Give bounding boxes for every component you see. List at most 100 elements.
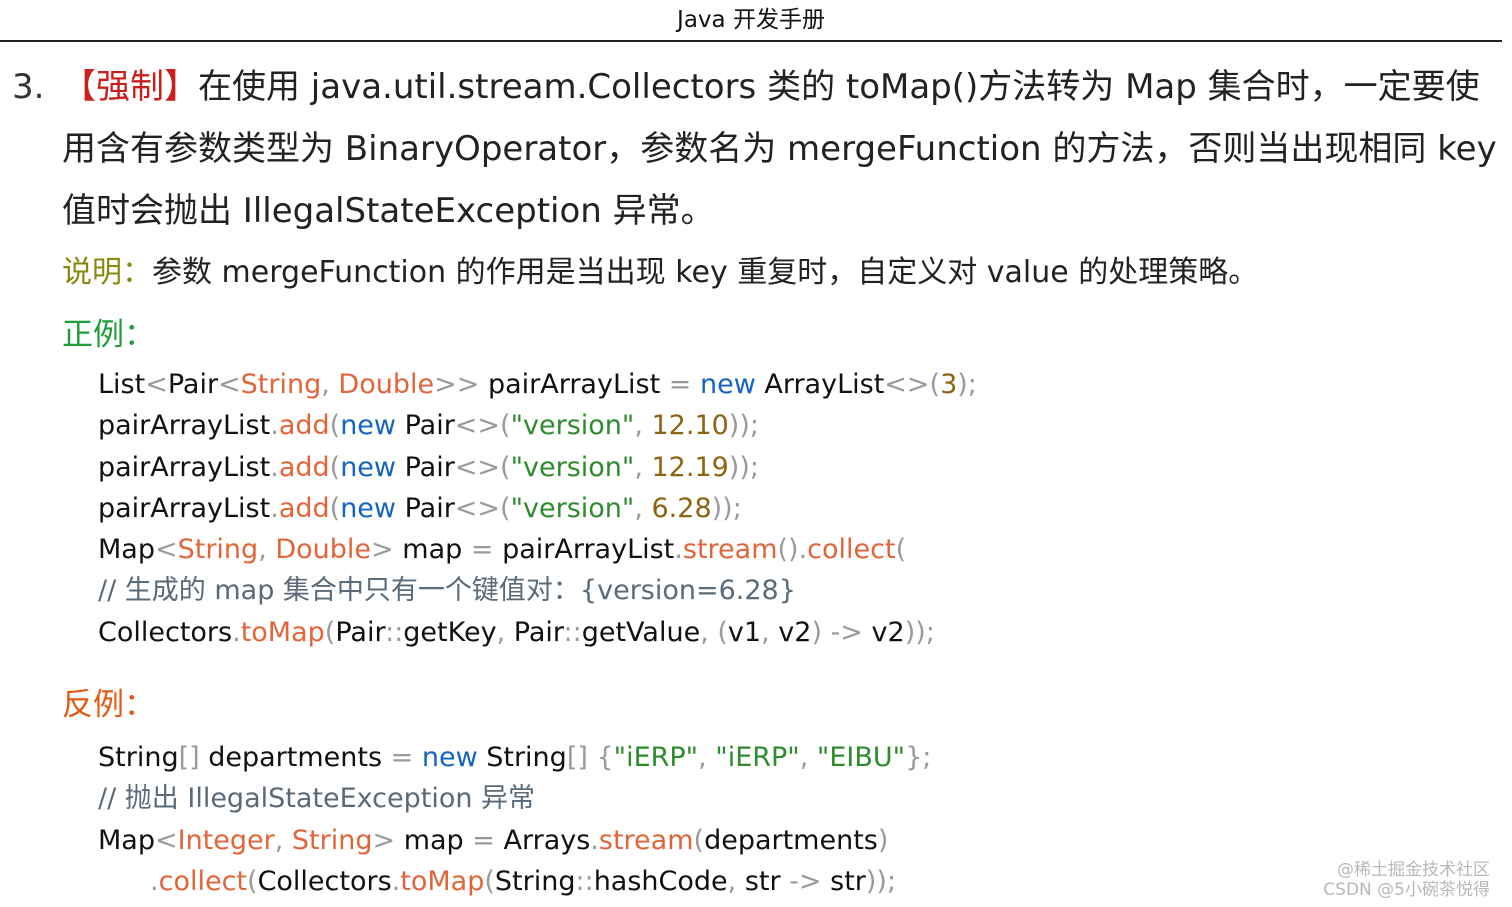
code-token: ));: [728, 410, 759, 442]
code-token: <>: [884, 369, 930, 400]
code-token: ArrayList: [764, 369, 885, 400]
code-token: Map: [98, 824, 155, 856]
code-token: >: [372, 824, 404, 856]
code-token: []: [566, 742, 597, 773]
note-text: 参数 mergeFunction 的作用是当出现 key 重复时，自定义对 va…: [152, 255, 1259, 290]
code-token: (: [247, 865, 258, 897]
code-token: Map: [98, 534, 155, 566]
code-token: "version": [510, 492, 635, 524]
watermark-line-1: @稀土掘金技术社区: [1337, 860, 1490, 880]
code-token: map: [403, 824, 473, 856]
rule-number: 3.: [12, 67, 45, 107]
code-token: pairArrayList: [487, 369, 669, 400]
code-token: .: [270, 451, 279, 483]
code-token: (: [717, 616, 728, 648]
code-token: hashCode: [593, 865, 728, 897]
negative-code-line: // 抛出 IllegalStateException 异常: [98, 778, 931, 819]
code-token: toMap: [400, 865, 485, 897]
code-token: ,: [321, 369, 339, 400]
code-token: .: [590, 824, 599, 856]
code-token: ,: [698, 742, 716, 773]
code-token: ->: [789, 865, 831, 897]
code-token: ,: [799, 742, 817, 773]
code-token: add: [278, 410, 330, 442]
code-token: .: [270, 410, 279, 442]
code-token: ));: [728, 451, 759, 483]
rule-line-1-text: 在使用 java.util.stream.Collectors 类的 toMap…: [198, 67, 1480, 107]
note-label: 说明：: [62, 255, 152, 290]
code-token: <: [154, 534, 178, 566]
positive-code-line: Map<String, Double> map = pairArrayList.…: [98, 529, 977, 570]
code-token: =: [390, 742, 422, 773]
code-token: add: [278, 451, 330, 483]
code-token: ,: [700, 616, 718, 648]
code-token: new: [421, 742, 487, 773]
code-token: departments: [704, 824, 878, 856]
rule-text: 【强制】在使用 java.util.stream.Collectors 类的 t…: [62, 56, 1502, 242]
code-token: String: [494, 865, 576, 897]
code-token: Pair: [404, 451, 455, 483]
code-token: (: [693, 824, 705, 856]
rule-line-2: 用含有参数类型为 BinaryOperator，参数名为 mergeFuncti…: [62, 129, 1497, 169]
code-token: Pair: [167, 369, 219, 400]
code-token: ,: [761, 616, 779, 648]
code-token: ,: [274, 824, 292, 856]
code-token: new: [340, 492, 405, 524]
code-token: 12.10: [651, 410, 729, 442]
code-token: };: [905, 742, 932, 773]
code-token: ): [811, 616, 831, 648]
positive-code-line: // 生成的 map 集合中只有一个键值对：{version=6.28}: [98, 570, 977, 611]
negative-example-heading: 反例：: [62, 687, 155, 723]
code-token: Pair: [404, 410, 455, 442]
code-token: List: [98, 369, 146, 400]
code-token: ): [877, 824, 889, 856]
code-token: String: [98, 742, 179, 773]
rule-tag: 【强制】: [62, 67, 198, 107]
code-token: ,: [727, 865, 745, 897]
code-token: Pair: [335, 616, 386, 648]
negative-code-line: Map<Integer, String> map = Arrays.stream…: [98, 820, 931, 861]
watermark-line-2: CSDN @5小碗茶悦得: [1323, 880, 1490, 900]
code-token: >: [371, 534, 403, 566]
code-token: v2: [871, 616, 905, 648]
negative-code-line: String[] departments = new String[] {"iE…: [98, 737, 931, 778]
code-token: <>: [454, 492, 501, 524]
code-token: 6.28: [651, 492, 712, 524]
code-token: ,: [258, 534, 276, 566]
code-token: (: [329, 410, 341, 442]
code-token: Double: [275, 534, 372, 566]
code-token: <: [218, 369, 241, 400]
code-token: Collectors: [98, 616, 233, 648]
code-token: Double: [338, 369, 435, 400]
code-token: Pair: [513, 616, 564, 648]
code-token: =: [472, 824, 504, 856]
code-token: .: [391, 865, 401, 897]
code-token: pairArrayList: [98, 410, 271, 442]
code-token: Pair: [404, 492, 455, 524]
code-token: <: [154, 824, 178, 856]
code-token: 3: [940, 369, 958, 400]
code-token: String: [291, 824, 373, 856]
code-token: <>: [454, 451, 501, 483]
code-token: "version": [510, 410, 635, 442]
code-token: .: [270, 492, 279, 524]
code-token: "iERP": [715, 742, 800, 773]
code-token: pairArrayList: [502, 534, 675, 566]
code-token: map: [402, 534, 471, 566]
code-token: pairArrayList: [98, 451, 271, 483]
code-token: (: [895, 534, 907, 566]
code-token: v2: [778, 616, 812, 648]
code-token: );: [957, 369, 977, 400]
code-token: ->: [830, 616, 872, 648]
code-token: new: [699, 369, 765, 400]
explanation-note: 说明：参数 mergeFunction 的作用是当出现 key 重复时，自定义对…: [62, 248, 1258, 298]
positive-code-line: pairArrayList.add(new Pair<>("version", …: [98, 405, 977, 446]
positive-code-line: pairArrayList.add(new Pair<>("version", …: [98, 488, 977, 529]
code-token: Integer: [177, 824, 275, 856]
code-token: ));: [865, 865, 897, 897]
negative-code-line: .collect(Collectors.toMap(String::hashCo…: [98, 861, 931, 902]
code-token: ().: [777, 534, 808, 566]
code-token: (: [484, 865, 495, 897]
code-token: ::: [575, 865, 594, 897]
code-token: .: [674, 534, 683, 566]
